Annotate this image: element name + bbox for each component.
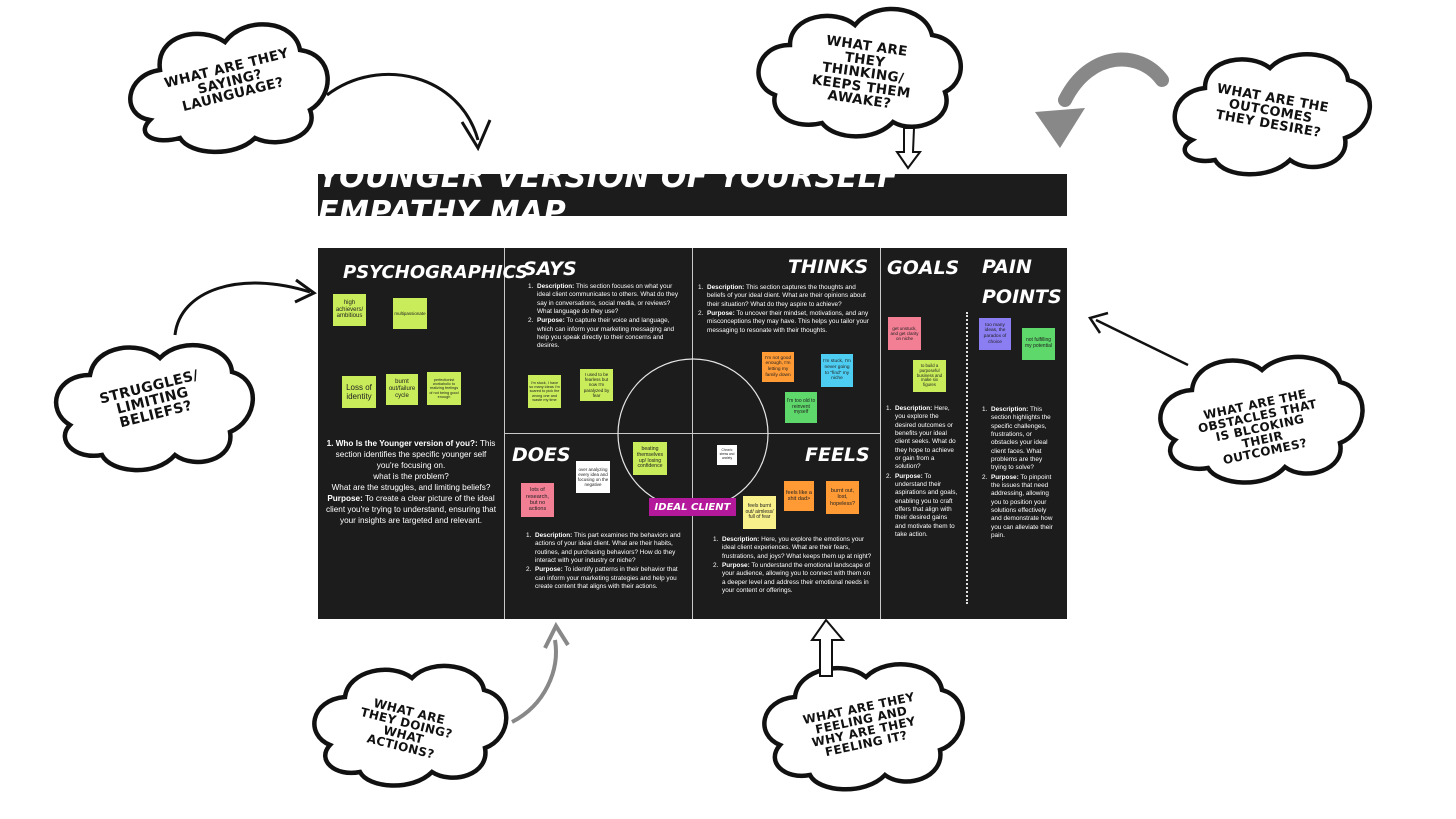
heading-feels: Feels: [805, 444, 870, 466]
sticky-feels-burnt[interactable]: feels burnt out/ aimless/ full of fear: [743, 496, 776, 529]
psychographics-text: 1. Who Is the Younger version of you?: T…: [326, 439, 496, 526]
heading-goals: Goals: [887, 257, 960, 279]
arrow-thinking: [895, 127, 922, 170]
cloud-doing-shape: [312, 663, 509, 788]
sticky-high-achievers[interactable]: high achievers/ ambitious: [333, 294, 366, 326]
divider-dotted: [966, 312, 969, 604]
sticky-overanalyzing[interactable]: over analyzing every idea and focusing o…: [576, 461, 610, 493]
pain-purpose-label: Purpose:: [991, 473, 1019, 481]
ideal-client-label: Ideal Client: [649, 498, 736, 516]
feels-purpose-text: To understand the emotional landscape of…: [722, 561, 871, 594]
sticky-feels-like[interactable]: feels like a shit dad>: [784, 481, 814, 511]
feels-desc-text: Here, you explore the emotions your idea…: [722, 536, 872, 560]
sticky-burnt-lost[interactable]: burnt out, lost, hopeless?: [826, 481, 859, 514]
sticky-perfectionist[interactable]: perfectionist workaholic to realizing fe…: [427, 372, 461, 405]
divider-h: [504, 433, 880, 434]
cloud-saying-shape: [128, 22, 330, 155]
pain-desc-label: Description:: [991, 406, 1029, 413]
says-desc-label: Description:: [537, 283, 575, 290]
sticky-loss-identity[interactable]: Loss of identity: [342, 376, 376, 408]
cloud-struggles-shape: [53, 342, 256, 473]
map-title: Younger Version of Yourself Empathy Map: [318, 160, 1067, 230]
sticky-im-stuck-says[interactable]: I'm stuck, I have so many ideas I'm scar…: [528, 375, 561, 408]
thinks-purpose-text: To uncover their mindset, motivations, a…: [707, 309, 869, 334]
sticky-too-many-ideas[interactable]: too many ideas, the paradox of choice: [979, 318, 1011, 350]
heading-pain-line2: Points: [982, 286, 1062, 308]
pain-desc-text: This section highlights the specific cha…: [991, 406, 1051, 472]
says-text: 1.Description: This section focuses on w…: [528, 283, 679, 350]
thinks-desc-label: Description:: [707, 284, 745, 291]
psy-line3: What are the struggles, and limiting bel…: [331, 483, 491, 493]
heading-does: Does: [512, 444, 571, 466]
psy-q-text: This section identifies the specific you…: [335, 439, 496, 471]
thinks-text: 1.Description: This section captures the…: [698, 284, 869, 334]
says-purpose-label: Purpose:: [537, 317, 565, 325]
does-desc-label: Description:: [535, 532, 573, 539]
pain-purpose-text: To pinpoint the issues that need address…: [991, 473, 1053, 539]
sticky-build-business[interactable]: to build a purposeful business and make …: [913, 360, 946, 392]
does-text: 1.Description: This part examines the be…: [526, 532, 681, 590]
sticky-burnt-cycle[interactable]: burnt out/failure cycle: [386, 374, 418, 405]
center-circle: [617, 358, 769, 510]
does-desc-text: This part examines the behaviors and act…: [535, 532, 681, 564]
divider-3: [880, 248, 881, 619]
psy-purpose-text: To create a clear picture of the ideal c…: [326, 494, 496, 526]
goals-desc-text: Here, you explore the desired outcomes o…: [895, 405, 956, 471]
thinks-desc-text: This section captures the thoughts and b…: [707, 284, 866, 308]
feels-purpose-label: Purpose:: [722, 561, 750, 569]
sticky-too-old[interactable]: I'm too old to reinvent myself: [785, 392, 817, 423]
feels-desc-label: Description:: [722, 536, 760, 543]
arrow-feeling: [810, 618, 846, 677]
feels-text: 1.Description: Here, you explore the emo…: [713, 536, 872, 594]
heading-thinks: Thinks: [788, 256, 869, 278]
cloud-obstacles-shape: [1158, 354, 1365, 485]
sticky-chronic-stress[interactable]: Chronic stress and anxiety: [717, 445, 737, 465]
cloud-outcomes-shape: [1172, 52, 1373, 177]
arrow-doing: [511, 639, 558, 724]
goals-desc-label: Description:: [895, 405, 933, 412]
sticky-not-good-enough[interactable]: I'm not good enough, I'm letting my fami…: [762, 352, 794, 382]
pain-text: 1.Description: This section highlights t…: [982, 406, 1053, 539]
arrow-saying: [326, 72, 480, 141]
cloud-feeling-shape: [762, 662, 966, 792]
thinks-purpose-label: Purpose:: [707, 309, 735, 317]
arrow-obstacles: [1095, 318, 1189, 367]
sticky-multipassionate[interactable]: multipassionate: [393, 298, 427, 329]
goals-purpose-label: Purpose:: [895, 472, 923, 480]
sticky-beating[interactable]: beating themselves up/ losing confidence: [633, 442, 667, 475]
does-purpose-text: To identify patterns in their behavior t…: [535, 566, 678, 590]
sticky-lots-research[interactable]: lots of research, but no actions: [521, 483, 554, 517]
arrow-outcomes: [1058, 52, 1169, 107]
does-purpose-label: Purpose:: [535, 566, 563, 574]
heading-psychographics: Psychographics: [343, 262, 529, 283]
psy-purpose-label: Purpose:: [327, 494, 363, 504]
cloud-thinking-shape: [756, 6, 963, 139]
goals-text: 1.Description: Here, you explore the des…: [886, 405, 958, 538]
sticky-get-unstuck[interactable]: get unstuck, and get clarity on niche: [888, 317, 921, 350]
sticky-never-find[interactable]: I'm stuck, I'm never going to "find" my …: [821, 354, 853, 387]
sticky-not-fulfilling[interactable]: not fulfilling my potential: [1022, 328, 1055, 360]
psy-line2: what is the problem?: [373, 472, 449, 482]
goals-purpose-text: To understand their aspirations and goal…: [895, 472, 958, 538]
heading-pain-line1: Pain: [982, 256, 1032, 278]
psy-q-label: Who Is the Younger version of you?:: [335, 439, 478, 448]
heading-says: Says: [523, 258, 577, 280]
says-purpose-text: To capture their voice and language, whi…: [537, 317, 675, 350]
arrow-struggles: [173, 281, 311, 336]
says-desc-text: This section focuses on what your ideal …: [537, 283, 679, 315]
sticky-used-to-fearless[interactable]: I used to be fearless but now I'm paraly…: [580, 369, 613, 401]
